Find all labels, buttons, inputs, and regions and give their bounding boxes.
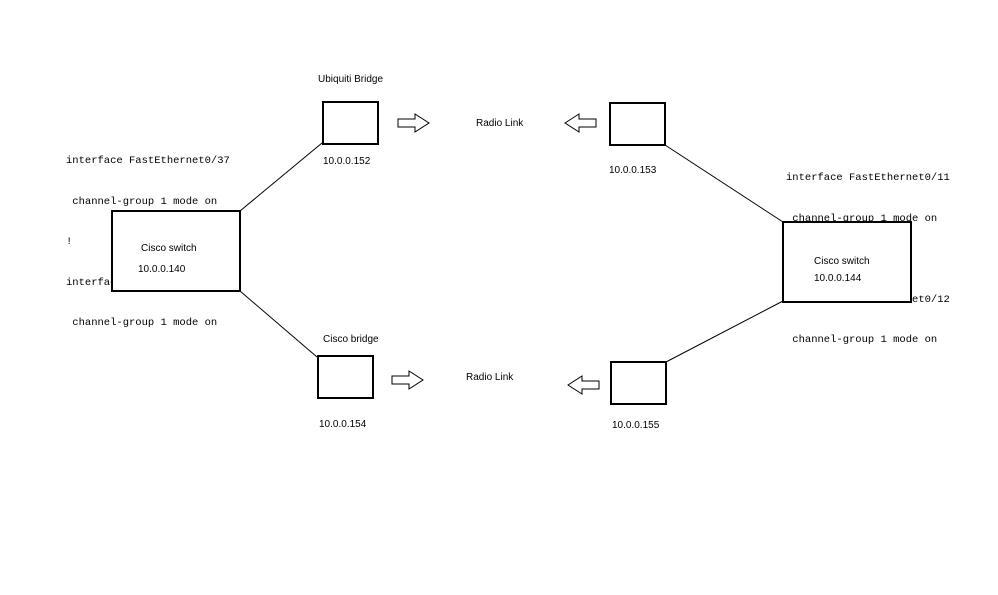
left-config-line: interface FastEthernet0/37	[66, 155, 230, 167]
right-switch-name: Cisco switch	[814, 256, 870, 267]
ubiquiti-bridge-right	[609, 102, 666, 146]
cisco-bridge-left-ip: 10.0.0.154	[319, 419, 367, 430]
cisco-bridge-title: Cisco bridge	[323, 334, 379, 345]
link-ubiquiti-right-to-right-switch	[664, 144, 784, 223]
right-cisco-switch	[782, 221, 912, 303]
bottom-radio-link-label: Radio Link	[466, 372, 514, 383]
left-switch-ip: 10.0.0.140	[138, 264, 186, 275]
arrow-left-icon	[564, 113, 597, 133]
right-config-line: channel-group 1 mode on	[786, 334, 938, 346]
link-cisco-bridge-right-to-right-switch	[665, 300, 784, 363]
left-switch-config: interface FastEthernet0/37 channel-group…	[66, 128, 230, 358]
arrow-right-icon	[397, 113, 430, 133]
cisco-bridge-right	[610, 361, 667, 405]
cisco-bridge-left	[317, 355, 374, 399]
top-radio-link-label: Radio Link	[476, 118, 524, 129]
arrow-left-icon	[567, 375, 600, 395]
left-cisco-switch	[111, 210, 241, 292]
left-switch-name: Cisco switch	[141, 243, 197, 254]
right-switch-ip: 10.0.0.144	[814, 273, 862, 284]
ubiquiti-bridge-left	[322, 101, 379, 145]
link-left-switch-to-ubiquiti-left	[239, 142, 323, 212]
ubiquiti-bridge-left-ip: 10.0.0.152	[323, 156, 371, 167]
link-left-switch-to-cisco-bridge-left	[239, 290, 318, 358]
right-config-line: interface FastEthernet0/11	[786, 172, 950, 184]
left-config-line: !	[66, 236, 73, 248]
left-config-line: channel-group 1 mode on	[66, 195, 218, 208]
cisco-bridge-right-ip: 10.0.0.155	[612, 420, 660, 431]
arrow-right-icon	[391, 370, 424, 390]
left-config-line: channel-group 1 mode on	[66, 317, 218, 329]
ubiquiti-bridge-title: Ubiquiti Bridge	[318, 74, 384, 85]
ubiquiti-bridge-right-ip: 10.0.0.153	[609, 165, 657, 176]
